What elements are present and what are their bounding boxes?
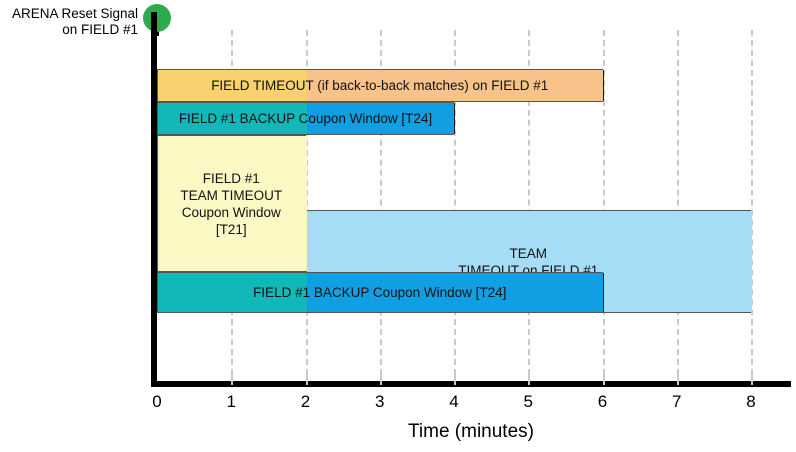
x-tick-label: 6 [597, 392, 608, 411]
gridline [676, 30, 679, 385]
gridline [379, 30, 382, 385]
timeline-bar-segment [158, 273, 307, 312]
timeline-bar-segment [158, 136, 307, 271]
plot-area: FIELD TIMEOUT (if back-to-back matches) … [157, 30, 753, 385]
x-tick-label: 0 [152, 392, 162, 411]
gridline [305, 30, 308, 385]
x-tick-mark [602, 374, 605, 382]
x-tick-mark [305, 374, 308, 382]
x-tick-label: 4 [449, 392, 459, 411]
x-tick-label: 8 [746, 392, 756, 411]
x-tick-label: 7 [672, 392, 682, 411]
x-tick-mark [454, 374, 456, 382]
timeline-bar-segment [306, 103, 455, 134]
x-tick-mark [379, 374, 382, 382]
timeline-bar-segment [306, 273, 604, 312]
timeline-bar-segment [158, 70, 307, 101]
y-axis [151, 12, 157, 387]
x-tick-mark [231, 374, 234, 382]
gridline [751, 30, 753, 385]
timeline-bar[interactable]: FIELD #1 BACKUP Coupon Window [T24] [157, 102, 455, 135]
x-tick-mark [528, 374, 531, 382]
timeline-bar[interactable]: FIELD #1 BACKUP Coupon Window [T24] [157, 272, 604, 313]
timeline-bar-segment [158, 103, 307, 134]
x-axis [151, 381, 791, 387]
gridline [602, 30, 605, 385]
x-tick-label: 2 [300, 392, 311, 411]
timeline-bar[interactable]: FIELD #1 TEAM TIMEOUT Coupon Window [T21… [157, 135, 307, 272]
x-tick-label: 5 [523, 392, 533, 411]
x-tick-label: 1 [226, 392, 236, 411]
gridline [528, 30, 531, 385]
x-tick-label: 3 [375, 392, 385, 411]
x-tick-mark [676, 374, 679, 382]
timeline-bar[interactable]: FIELD TIMEOUT (if back-to-back matches) … [157, 69, 604, 102]
gridline [454, 30, 456, 385]
timeline-bar-segment [306, 70, 604, 101]
x-axis-label: Time (minutes) [408, 421, 534, 442]
green-circle-marker-icon [143, 4, 171, 32]
x-tick-mark [751, 374, 753, 382]
arena-reset-signal-label: ARENA Reset Signal on FIELD #1 [11, 6, 138, 37]
